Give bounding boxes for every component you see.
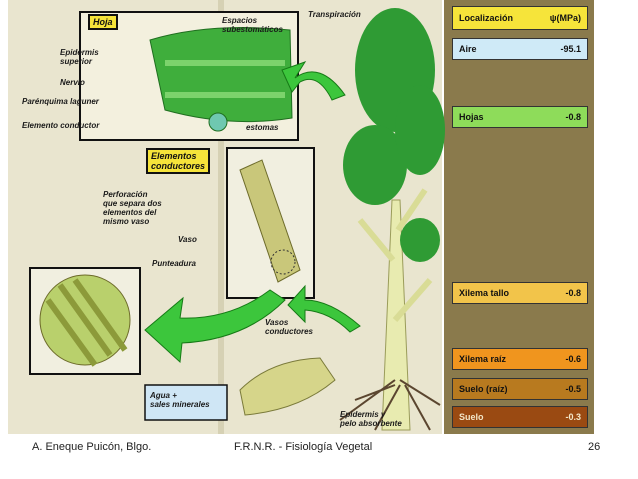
green-arrow-leaf bbox=[281, 61, 346, 101]
row-name: Xilema raíz bbox=[459, 354, 507, 364]
label-vasos-conductores: Vasos conductores bbox=[265, 318, 314, 336]
panel-divider bbox=[218, 0, 224, 434]
vein-bundle bbox=[208, 112, 228, 132]
table-row: Xilema tallo -0.8 bbox=[452, 282, 588, 304]
green-arrow-vessel bbox=[144, 289, 286, 364]
table-row: Suelo (raíz) -0.5 bbox=[452, 378, 588, 400]
label-elementos-conductores: Elementos conductores bbox=[146, 148, 211, 174]
label-transpiracion: Transpiración bbox=[308, 10, 361, 19]
table-row: Hojas -0.8 bbox=[452, 106, 588, 128]
row-value: -0.5 bbox=[565, 384, 581, 394]
roots bbox=[339, 379, 441, 431]
row-name: Aire bbox=[459, 44, 477, 54]
label-elemento-conductor: Elemento conductor bbox=[22, 121, 100, 130]
label-estomas: estomas bbox=[246, 123, 279, 132]
label-espacios: Espacios subestomáticos bbox=[222, 16, 283, 34]
row-name: Suelo bbox=[459, 412, 484, 422]
label-nervio: Nervio bbox=[60, 78, 85, 87]
label-epidermis-superior: Epidermis superior bbox=[60, 48, 99, 66]
label-agua: Agua + sales minerales bbox=[150, 391, 210, 409]
header-localizacion: Localización bbox=[459, 13, 514, 23]
row-value: -0.3 bbox=[565, 412, 581, 422]
label-parenquima: Parénquima laguner bbox=[22, 97, 99, 106]
label-perforacion: Perforación que separa dos elementos del… bbox=[103, 190, 162, 226]
label-vaso: Vaso bbox=[178, 235, 197, 244]
water-box bbox=[144, 384, 228, 421]
root-section bbox=[239, 357, 336, 416]
footer-author: A. Eneque Puicón, Blgo. bbox=[32, 441, 152, 453]
footer-course: F.R.N.R. - Fisiología Vegetal bbox=[234, 441, 373, 453]
table-row: Aire -95.1 bbox=[452, 38, 588, 60]
row-value: -95.1 bbox=[560, 44, 581, 54]
footer-page: 26 bbox=[588, 441, 601, 453]
row-value: -0.8 bbox=[565, 288, 581, 298]
row-name: Xilema tallo bbox=[459, 288, 510, 298]
row-value: -0.6 bbox=[565, 354, 581, 364]
label-punteadura: Punteadura bbox=[152, 259, 197, 268]
label-epidermis-pelo: Epidermis y pelo absorbente bbox=[340, 410, 402, 428]
table-header: Localización ψ(MPa) bbox=[452, 6, 588, 30]
row-name: Hojas bbox=[459, 112, 484, 122]
table-row: Xilema raíz -0.6 bbox=[452, 348, 588, 370]
label-hoja: Hoja bbox=[88, 14, 118, 30]
vessel bbox=[239, 159, 301, 283]
green-arrow-stem bbox=[287, 284, 361, 333]
header-psi: ψ(MPa) bbox=[549, 13, 581, 23]
row-name: Suelo (raíz) bbox=[459, 384, 508, 394]
leaf-section bbox=[149, 27, 293, 123]
row-value: -0.8 bbox=[565, 112, 581, 122]
table-row: Suelo -0.3 bbox=[452, 406, 588, 428]
